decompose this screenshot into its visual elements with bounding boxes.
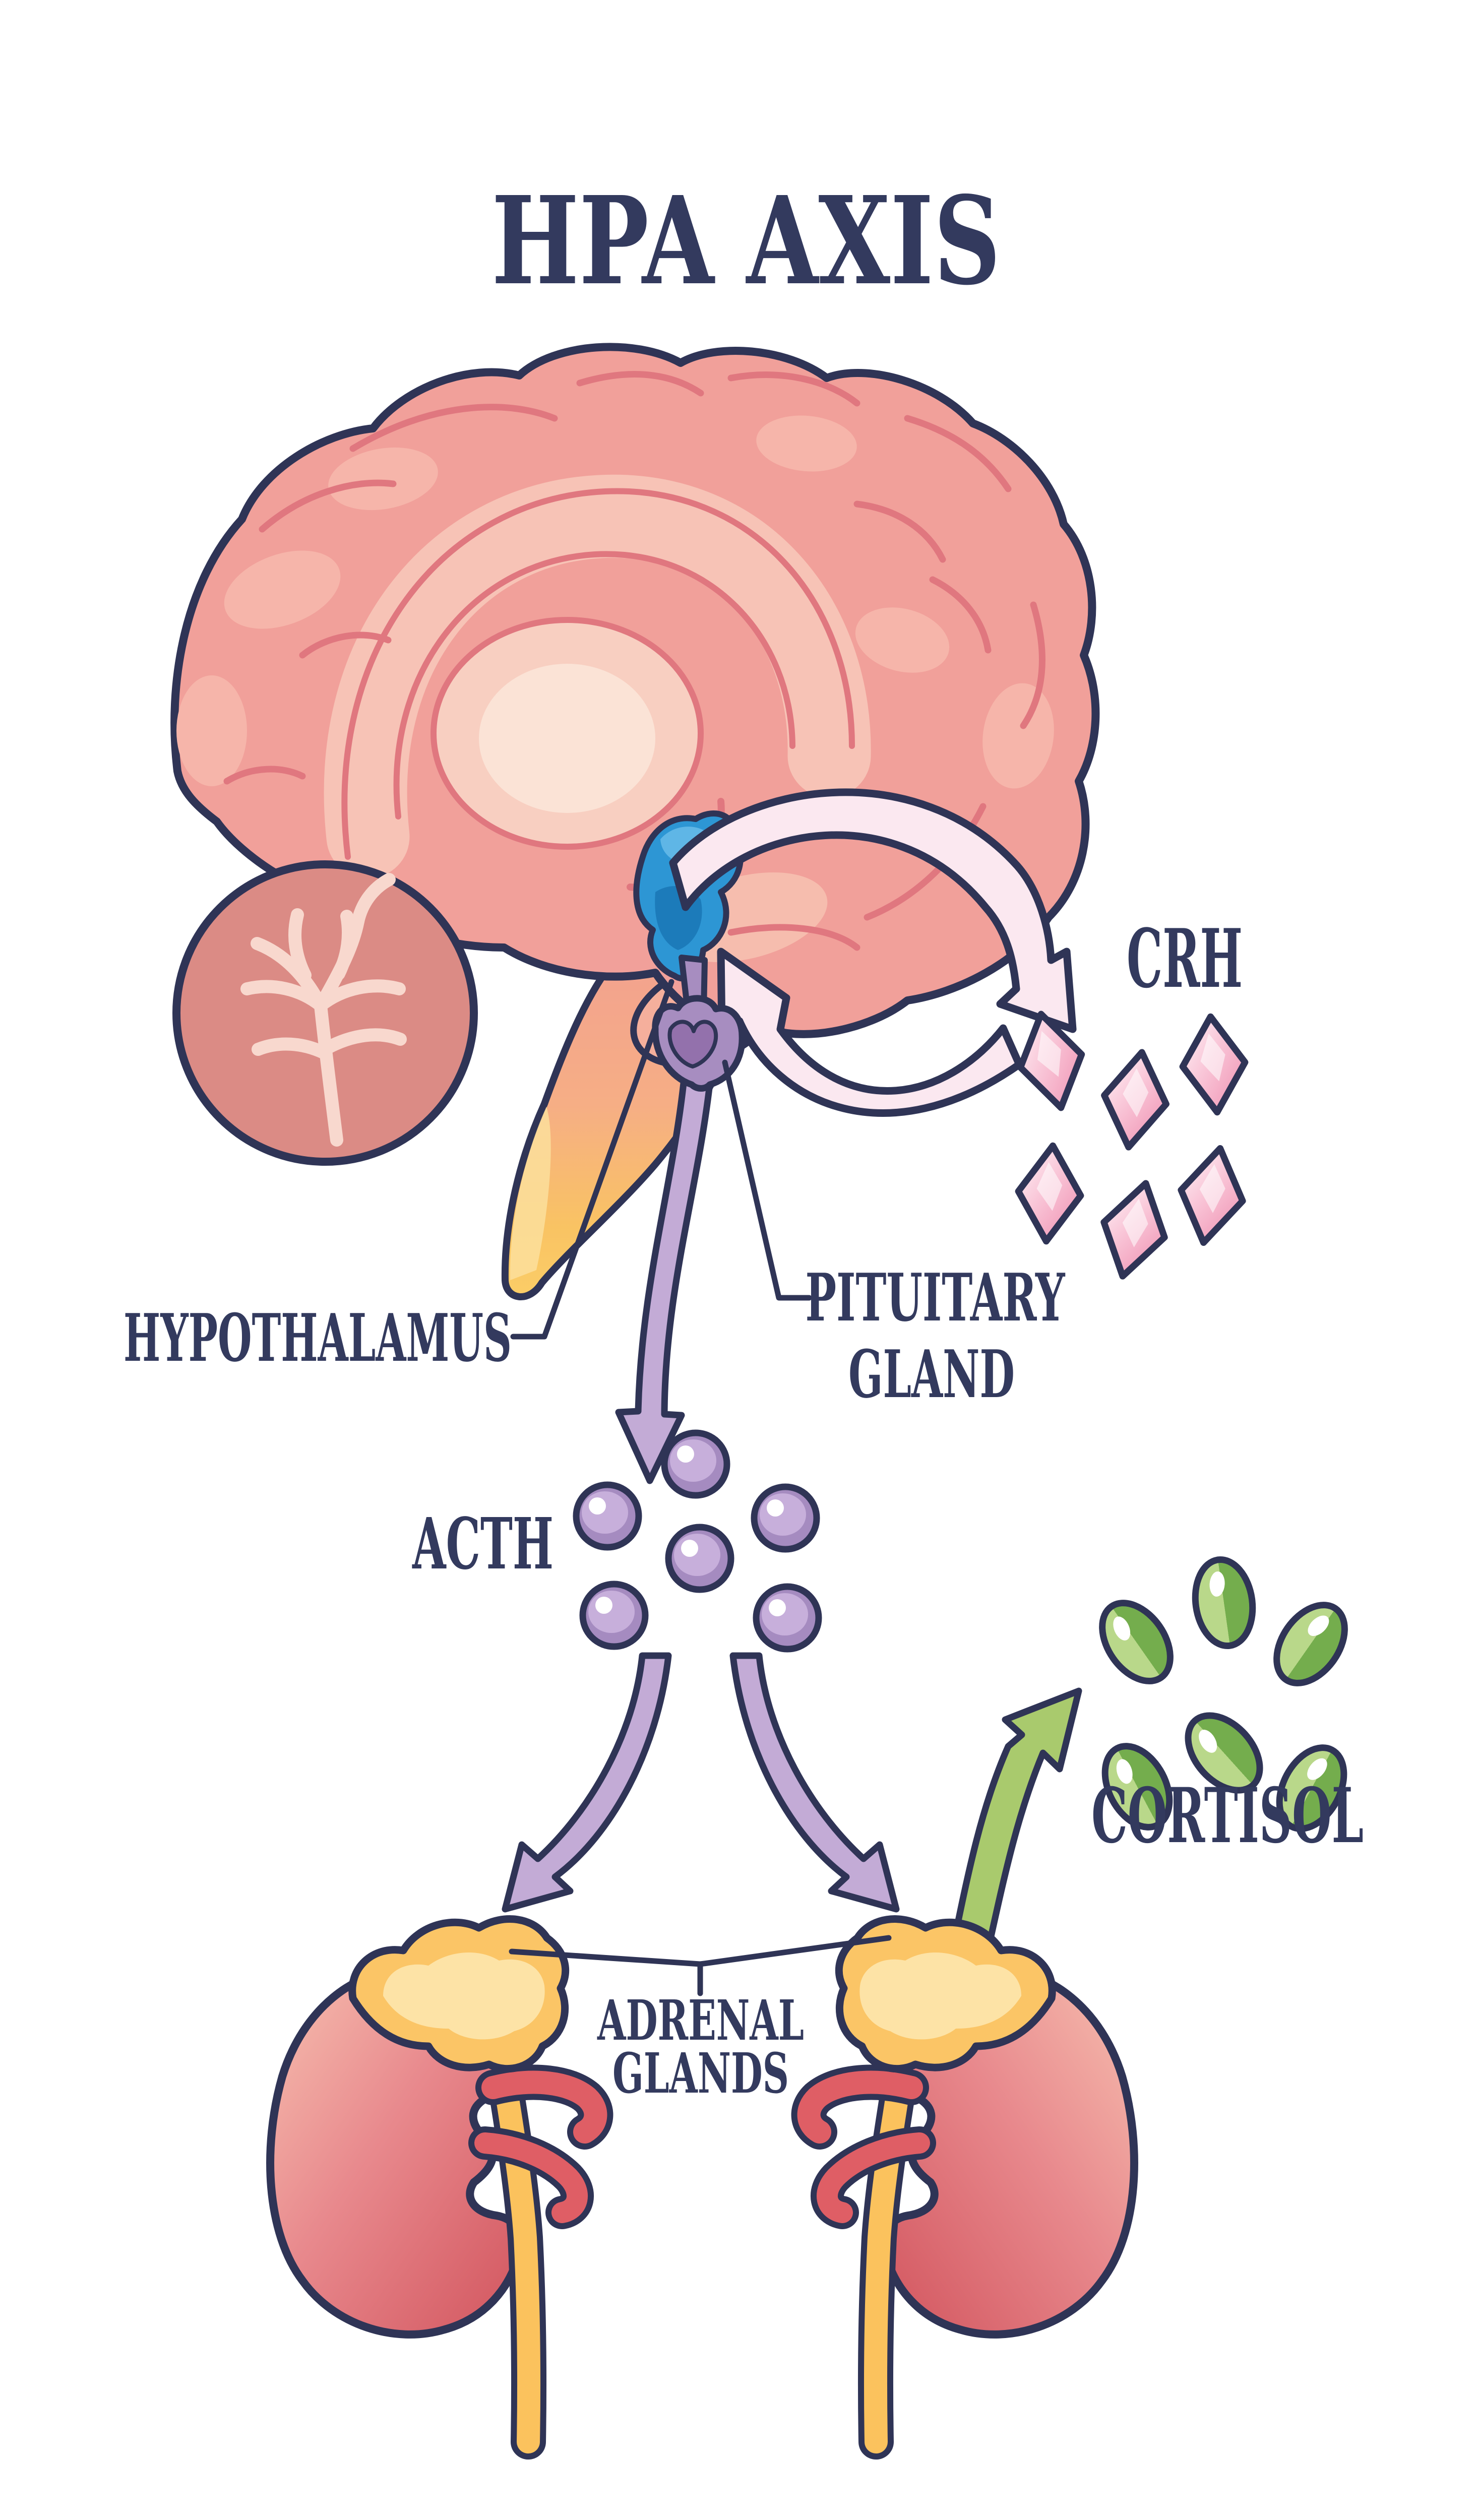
arrow-acth-to-left-adrenal — [502, 1652, 672, 1913]
hypothalamus-label: HYPOTHALAMUS — [124, 1299, 512, 1376]
acth-label: ACTH — [412, 1503, 554, 1586]
gyri-highlights — [176, 415, 1054, 789]
band-inner-edge — [393, 551, 795, 820]
pituitary-gland-label-line2: GLAND — [848, 1336, 1015, 1413]
corpus-callosum-band — [324, 474, 871, 878]
crh-molecules — [1015, 1011, 1249, 1280]
arrow-acth-to-right-adrenal — [729, 1652, 900, 1913]
page-title: HPA AXIS — [491, 170, 1001, 312]
pituitary-pointer — [722, 1059, 812, 1301]
arrow-adrenal-to-cortisol — [940, 1687, 1082, 2003]
thalamus-center — [479, 664, 655, 813]
adrenal-glands-label-line1: ADRENAL — [597, 1988, 804, 2053]
crh-label: CRH — [1127, 911, 1243, 1006]
cortisol-drop — [1273, 1602, 1348, 1686]
pituitary-anterior-lobe — [667, 1020, 718, 1068]
pituitary-gland-illustration — [652, 955, 746, 1092]
cortisol-drop — [1192, 1556, 1256, 1650]
cortisol-drop — [1099, 1600, 1174, 1684]
arbor-vitae-branches — [240, 873, 407, 1147]
cortisol-molecules — [1099, 1556, 1348, 1832]
brain-illustration — [170, 343, 1100, 1300]
sulci-lines — [223, 371, 1046, 951]
pointer-lines — [509, 979, 892, 1996]
band-outer-edge — [341, 488, 855, 860]
pituitary-gland-label-line1: PITUITARY — [806, 1259, 1066, 1336]
adrenal-glands-label-line2: GLANDS — [612, 2041, 789, 2106]
brainstem-highlight — [510, 1107, 551, 1280]
cortisol-drop — [1276, 1744, 1347, 1832]
hypothalamus-pointer — [510, 979, 674, 1340]
arrow-hypothalamus-to-crh — [669, 788, 1077, 1033]
acth-molecules — [573, 1429, 822, 1653]
adrenal-pointer-v — [509, 1935, 892, 1967]
cortisol-label: CORTISOL — [1091, 1772, 1364, 1860]
